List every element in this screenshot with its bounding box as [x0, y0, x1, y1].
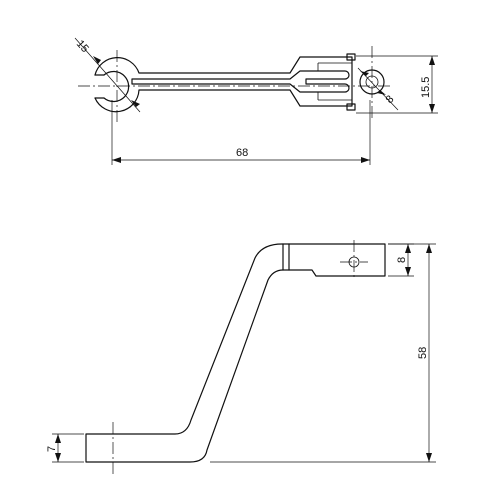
side-view-body [85, 243, 386, 463]
dim-top-thickness: 8 [388, 243, 414, 277]
dim-bottom-thickness-label: 7 [46, 446, 58, 452]
left-slot [94, 74, 105, 99]
side-view [85, 240, 386, 476]
left-ring-outer [94, 56, 353, 113]
right-pad-bottom [346, 103, 356, 111]
dim-height: 58 [210, 243, 436, 463]
dim-bottom-thickness: 7 [46, 433, 84, 463]
long-inner-slot [131, 70, 350, 93]
dim-hole-diameter: 8 [357, 67, 399, 111]
dim-width: 15.5 [356, 55, 438, 114]
top-view [78, 46, 390, 122]
dim-length: 68 [111, 100, 371, 165]
dim-top-thickness-label: 8 [396, 257, 408, 263]
dim-outer-diameter-label: 15 [74, 38, 91, 55]
right-pad-top [346, 53, 356, 61]
right-fork-lines [317, 62, 352, 101]
dim-width-label: 15.5 [420, 77, 432, 98]
dim-height-label: 58 [417, 347, 429, 359]
dim-hole-diameter-label: 8 [384, 93, 397, 106]
dim-length-label: 68 [236, 147, 248, 159]
left-inner-hole [103, 70, 130, 103]
dim-outer-diameter: 15 [74, 37, 141, 113]
